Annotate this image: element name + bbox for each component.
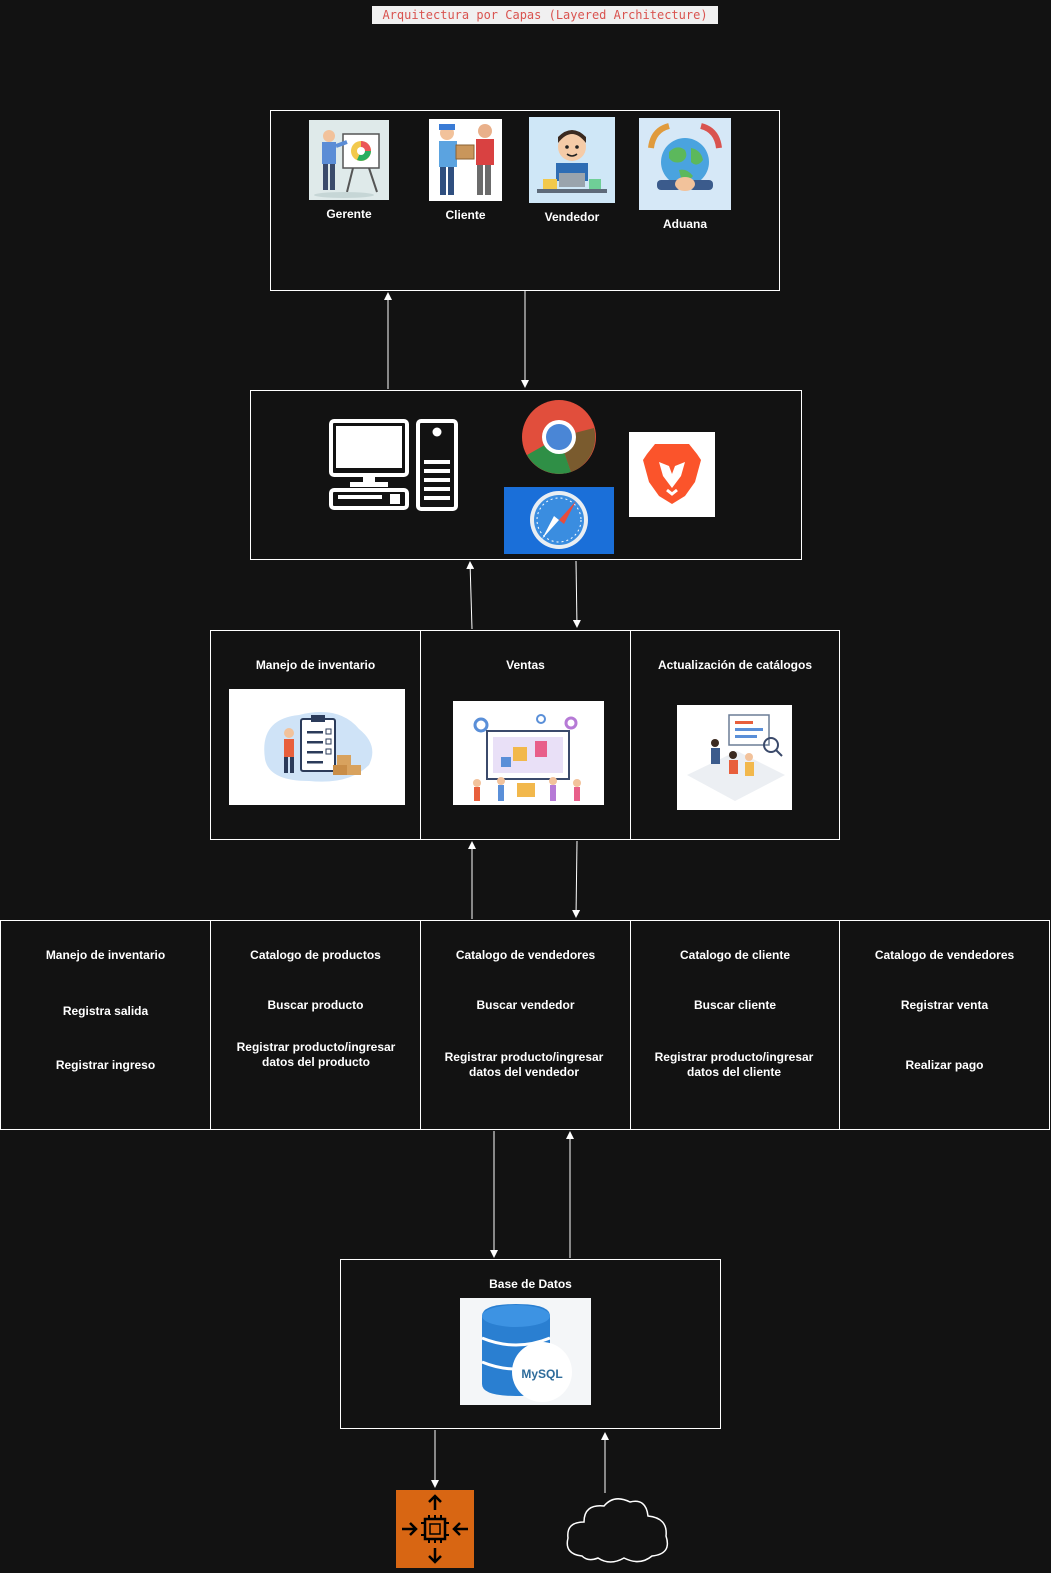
service-action[interactable]: Buscar producto <box>267 998 364 1012</box>
service-action[interactable]: Buscar vendedor <box>476 998 575 1012</box>
processor-compute-icon <box>396 1490 474 1568</box>
actor-label-vendedor: Vendedor <box>544 210 600 224</box>
service-action[interactable]: Registrar producto/ingresar datos del ve… <box>444 1050 604 1079</box>
service-action[interactable]: Registrar producto/ingresar datos del pr… <box>236 1040 396 1069</box>
delivery-handover-icon <box>429 119 502 201</box>
vendor-laptop-icon <box>529 117 615 203</box>
module-title: Actualización de catálogos <box>657 658 813 672</box>
actor-label-cliente: Cliente <box>445 208 486 222</box>
service-cell-clients[interactable]: Catalogo de cliente Buscar cliente Regis… <box>630 920 840 1130</box>
globe-handshake-icon <box>639 118 731 210</box>
chrome-browser-icon <box>520 398 598 476</box>
diagram-title: Arquitectura por Capas (Layered Architec… <box>372 6 718 24</box>
service-title: Catalogo de productos <box>250 948 381 962</box>
service-cell-products[interactable]: Catalogo de productos Buscar producto Re… <box>210 920 421 1130</box>
service-cell-vendors[interactable]: Catalogo de vendedores Buscar vendedor R… <box>420 920 631 1130</box>
safari-browser-icon <box>504 487 614 554</box>
service-title: Manejo de inventario <box>45 948 166 962</box>
database-title: Base de Datos <box>489 1277 572 1291</box>
service-action[interactable]: Registrar producto/ingresar datos del cl… <box>654 1050 814 1079</box>
service-action[interactable]: Realizar pago <box>905 1058 984 1072</box>
brave-browser-icon <box>629 432 715 517</box>
module-title: Ventas <box>506 658 545 672</box>
module-title: Manejo de inventario <box>255 658 376 672</box>
mysql-logo-text: MySQL <box>521 1367 562 1381</box>
service-title: Catalogo de cliente <box>679 948 791 962</box>
service-cell-sales-vendors[interactable]: Catalogo de vendedores Registrar venta R… <box>839 920 1050 1130</box>
service-action[interactable]: Registrar venta <box>900 998 989 1012</box>
service-cell-inventory[interactable]: Manejo de inventario Registra salida Reg… <box>0 920 211 1130</box>
actor-label-gerente: Gerente <box>326 207 372 221</box>
service-action[interactable]: Registrar ingreso <box>55 1058 156 1072</box>
actor-label-aduana: Aduana <box>662 217 707 231</box>
presenter-chart-icon <box>309 120 389 200</box>
catalog-update-icon <box>677 705 792 810</box>
inventory-clipboard-icon <box>229 689 405 805</box>
cloud-icon <box>562 1490 674 1566</box>
service-title: Catalogo de vendedores <box>874 948 1015 962</box>
service-title: Catalogo de vendedores <box>455 948 596 962</box>
desktop-computer-icon <box>328 418 460 514</box>
service-action[interactable]: Registra salida <box>62 1004 149 1018</box>
mysql-database-icon: MySQL <box>460 1298 591 1405</box>
sales-shopping-icon <box>453 701 604 805</box>
service-action[interactable]: Buscar cliente <box>693 998 777 1012</box>
